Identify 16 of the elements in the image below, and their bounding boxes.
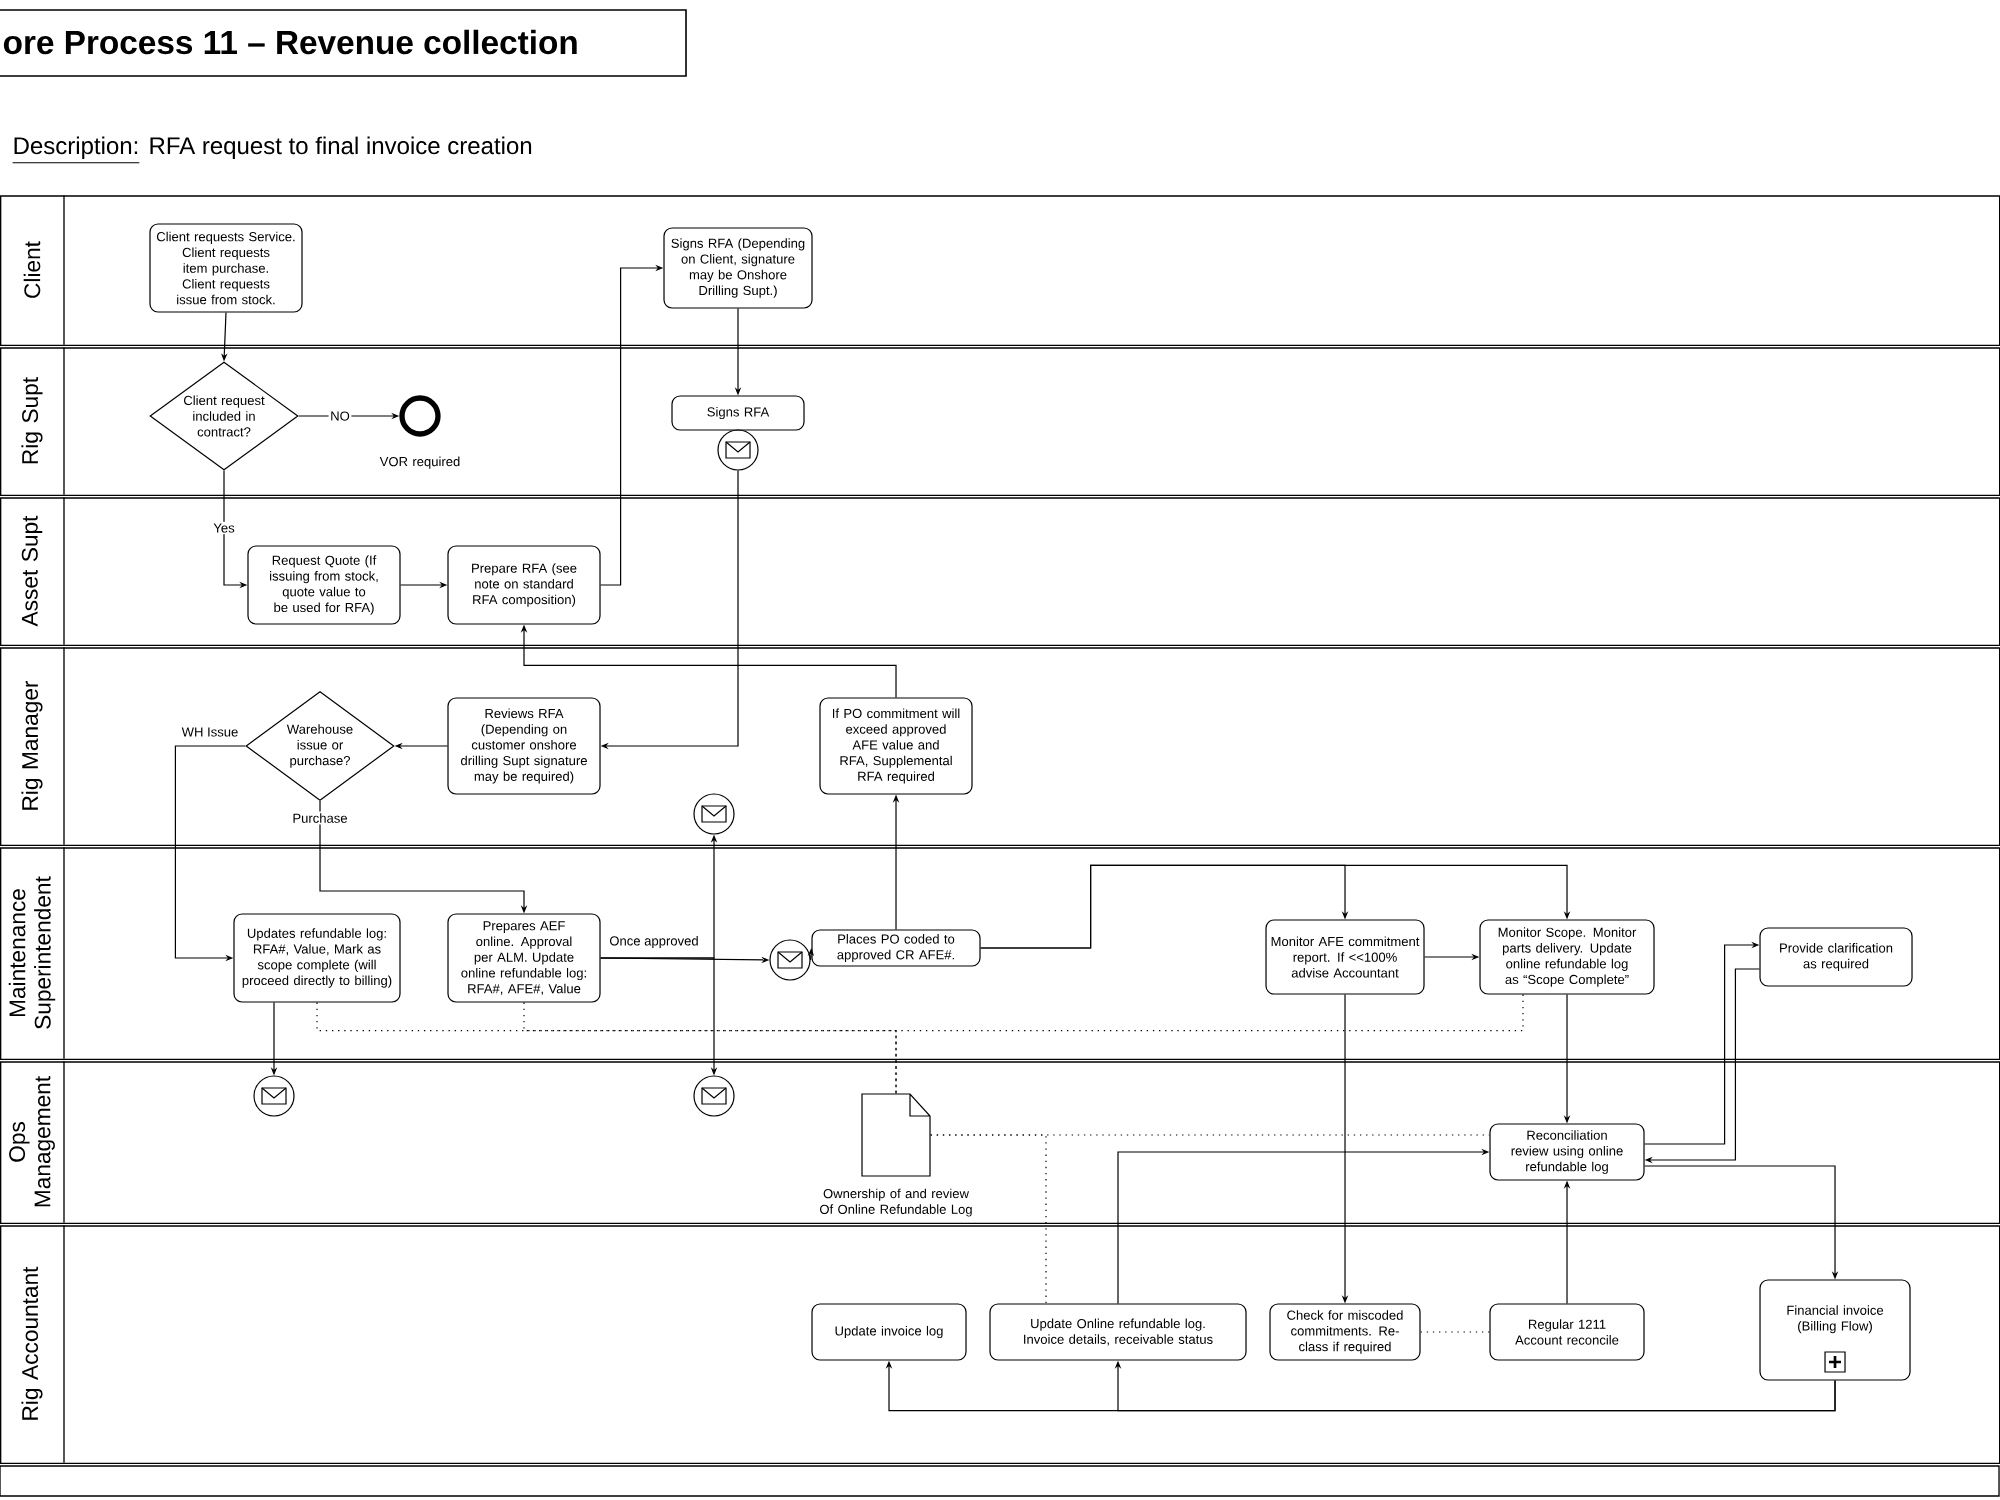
description-text: RFA request to final invoice creation <box>150 136 532 159</box>
end-event-circle <box>399 395 441 437</box>
association-line <box>1420 1331 1490 1333</box>
association-line <box>895 994 1524 1094</box>
message-event <box>253 1075 295 1117</box>
message-event <box>693 793 735 835</box>
association-line <box>523 1002 897 1094</box>
document-icon <box>861 1093 931 1177</box>
title-box: ore Process 11 – Revenue collection <box>0 9 687 77</box>
message-event <box>769 939 811 981</box>
message-event <box>717 429 759 471</box>
association-line <box>316 1002 897 1094</box>
description-heading: Description: <box>12 136 140 164</box>
arrow <box>980 864 1571 949</box>
message-event <box>693 1075 735 1117</box>
association-line <box>930 1134 1047 1304</box>
